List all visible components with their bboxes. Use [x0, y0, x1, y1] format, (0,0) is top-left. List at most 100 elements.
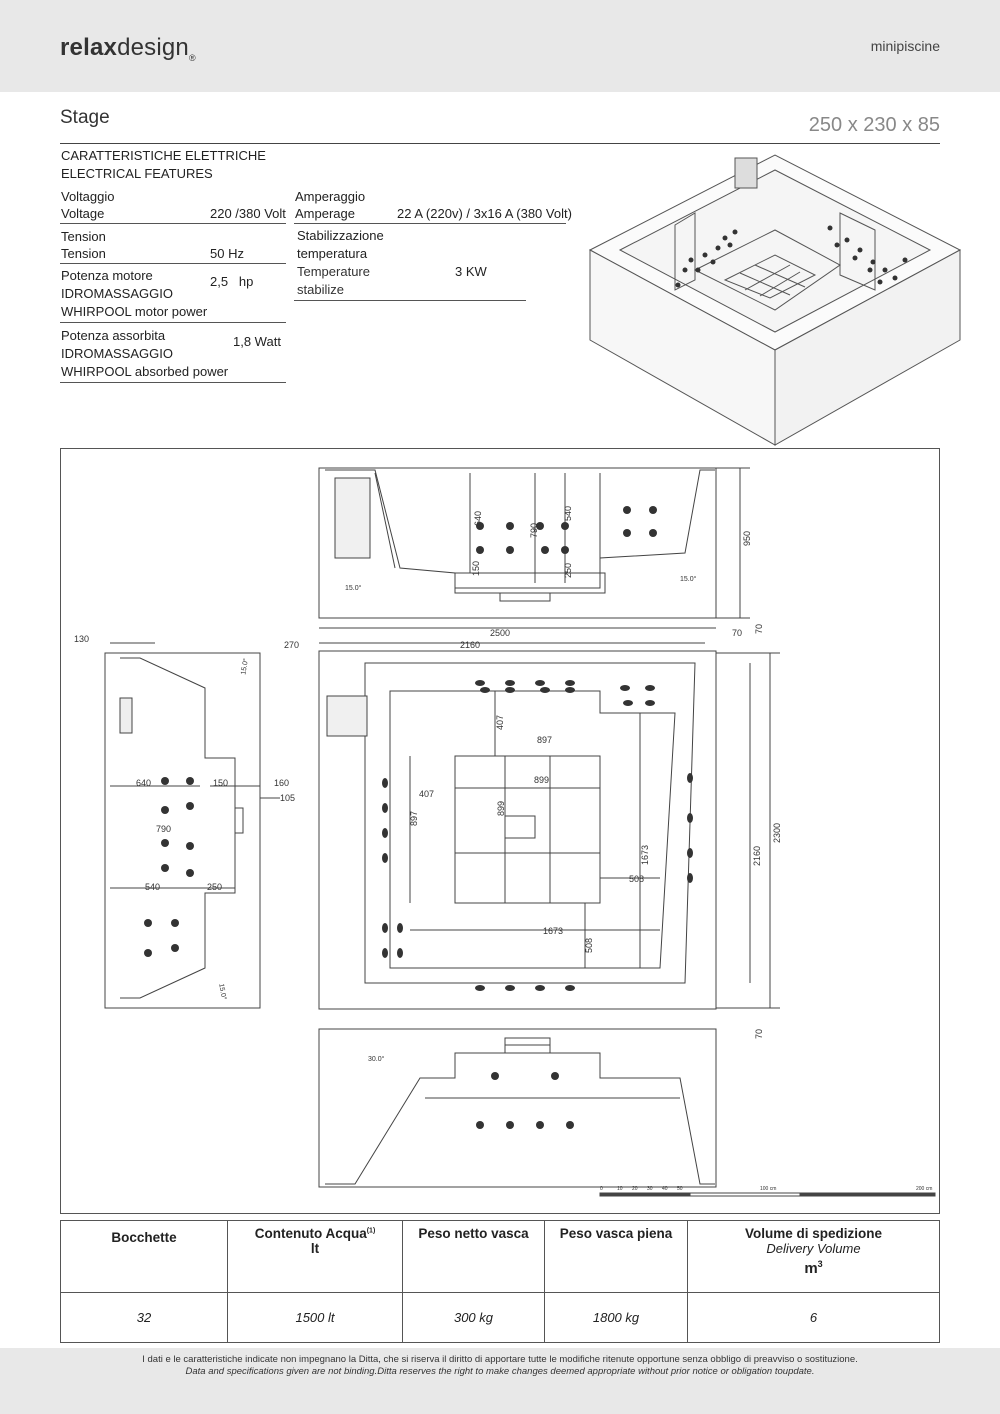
disclaimer-it: I dati e le caratteristiche indicate non…: [142, 1354, 858, 1365]
dim-label: 150: [471, 561, 481, 576]
tension-value: 50 Hz: [210, 246, 244, 261]
brand-logo: relaxdesign®: [60, 34, 196, 63]
water-header: Contenuto Acqua(1) lt: [227, 1220, 403, 1293]
product-3d-view: [588, 154, 962, 446]
jets-header: Bocchette: [60, 1220, 228, 1293]
dim-label: 540: [563, 506, 573, 521]
angle-label: 15.0°: [680, 575, 697, 583]
dim-label: 508: [629, 874, 644, 884]
full-weight-value: 1800 kg: [544, 1292, 688, 1343]
spec-table: Bocchette Contenuto Acqua(1) lt Peso net…: [60, 1220, 940, 1343]
scale-tick: 20: [632, 1186, 638, 1192]
dim-label: 250: [207, 882, 222, 892]
dim-label: 1673: [543, 926, 563, 936]
angle-label: 30.0°: [368, 1055, 385, 1063]
dim-label: 407: [419, 789, 434, 799]
dim-label: 540: [145, 882, 160, 892]
dim-label: 2160: [752, 846, 762, 866]
amperage-sublabel: Amperage: [295, 206, 355, 221]
dim-label: 270: [284, 640, 299, 650]
stabilization-value: 3 KW: [455, 264, 487, 279]
dim-label: 250: [563, 563, 573, 578]
dim-label: 508: [584, 938, 594, 953]
features-title: CARATTERISTICHE ELETTRICHE: [61, 148, 266, 163]
page-footer: I dati e le caratteristiche indicate non…: [0, 1348, 1000, 1414]
technical-drawing: 640 790 540 150 250 950 15.0° 15.0° 2500…: [74, 467, 936, 1197]
full-weight-header: Peso vasca piena: [544, 1220, 688, 1293]
angle-label: 15.0°: [217, 983, 228, 1001]
category-label: minipiscine: [870, 38, 940, 54]
product-name: Stage: [60, 107, 110, 128]
table-row: 32 1500 lt 300 kg 1800 kg 6: [60, 1292, 940, 1343]
dim-label: 2300: [772, 823, 782, 843]
voltage-value: 220 /380 Volt: [210, 206, 286, 221]
dim-label: 897: [409, 811, 419, 826]
scale-tick: 0: [600, 1186, 603, 1192]
dim-label: 640: [473, 511, 483, 526]
water-value: 1500 lt: [227, 1292, 403, 1343]
tension-label: Tension: [61, 229, 106, 244]
absorbed-power-label: Potenza assorbita: [61, 328, 166, 343]
stabilization-sublabel-2: stabilize: [297, 282, 344, 297]
dim-label: 407: [495, 715, 505, 730]
dim-label: 950: [742, 531, 752, 546]
amperage-value: 22 A (220v) / 3x16 A (380 Volt): [397, 206, 572, 221]
stabilization-sublabel: Temperature: [297, 264, 370, 279]
side-view-frame: [104, 652, 261, 1009]
scale-tick: 200 cm: [916, 1186, 932, 1192]
scale-tick: 10: [617, 1186, 623, 1192]
dim-label: 160: [274, 778, 289, 788]
divider: [60, 223, 286, 224]
table-header-row: Bocchette Contenuto Acqua(1) lt Peso net…: [60, 1220, 940, 1293]
title-divider: [60, 143, 940, 144]
absorbed-power-sublabel: WHIRPOOL absorbed power: [61, 364, 229, 379]
dim-label: 2500: [490, 628, 510, 638]
stabilization-label-2: temperatura: [297, 246, 368, 261]
scale-tick: 40: [662, 1186, 668, 1192]
volume-header: Volume di spedizione Delivery Volume m3: [687, 1220, 940, 1293]
angle-label: 15.0°: [239, 658, 250, 676]
amperage-label: Amperaggio: [295, 189, 366, 204]
tension-sublabel: Tension: [61, 246, 106, 261]
front-view-frame: [318, 467, 717, 619]
divider: [60, 382, 286, 383]
angle-label: 15.0°: [345, 584, 362, 592]
dim-label: 640: [136, 778, 151, 788]
dim-label: 130: [74, 634, 89, 644]
divider: [60, 322, 286, 323]
motor-power-sublabel: WHIRPOOL motor power: [61, 304, 208, 319]
scale-tick: 50: [677, 1186, 683, 1192]
features-subtitle: ELECTRICAL FEATURES: [61, 166, 213, 181]
motor-power-value: 2,5 hp: [210, 274, 254, 289]
divider: [294, 300, 526, 301]
voltage-sublabel: Voltage: [61, 206, 105, 221]
scale-tick: 100 cm: [760, 1186, 776, 1192]
dim-label: 899: [534, 775, 549, 785]
net-weight-value: 300 kg: [402, 1292, 545, 1343]
divider: [60, 263, 286, 264]
dim-label: 897: [537, 735, 552, 745]
dim-label: 70: [754, 1029, 764, 1039]
absorbed-power-value: 1,8 Watt: [233, 334, 281, 349]
dim-label: 790: [156, 824, 171, 834]
dim-label: 790: [529, 523, 539, 538]
top-view-frame: [318, 650, 717, 1010]
voltage-label: Voltaggio: [61, 189, 115, 204]
technical-drawing-frame: [60, 448, 940, 1214]
disclaimer-en: Data and specifications given are not bi…: [185, 1366, 815, 1377]
jets-value: 32: [60, 1292, 228, 1343]
dim-label: 2160: [460, 640, 480, 650]
stabilization-label: Stabilizzazione: [297, 228, 384, 243]
dim-label: 899: [496, 801, 506, 816]
dim-label: 70: [754, 624, 764, 634]
motor-power-label: Potenza motore: [61, 268, 153, 283]
dim-label: 70: [732, 628, 742, 638]
dim-label: 1673: [640, 845, 650, 865]
motor-power-label-2: IDROMASSAGGIO: [61, 286, 173, 301]
dim-label: 105: [280, 793, 295, 803]
volume-value: 6: [687, 1292, 940, 1343]
back-view-frame: [318, 1028, 717, 1188]
page-header: relaxdesign® minipiscine: [0, 0, 1000, 92]
dim-label: 150: [213, 778, 228, 788]
net-weight-header: Peso netto vasca: [402, 1220, 545, 1293]
